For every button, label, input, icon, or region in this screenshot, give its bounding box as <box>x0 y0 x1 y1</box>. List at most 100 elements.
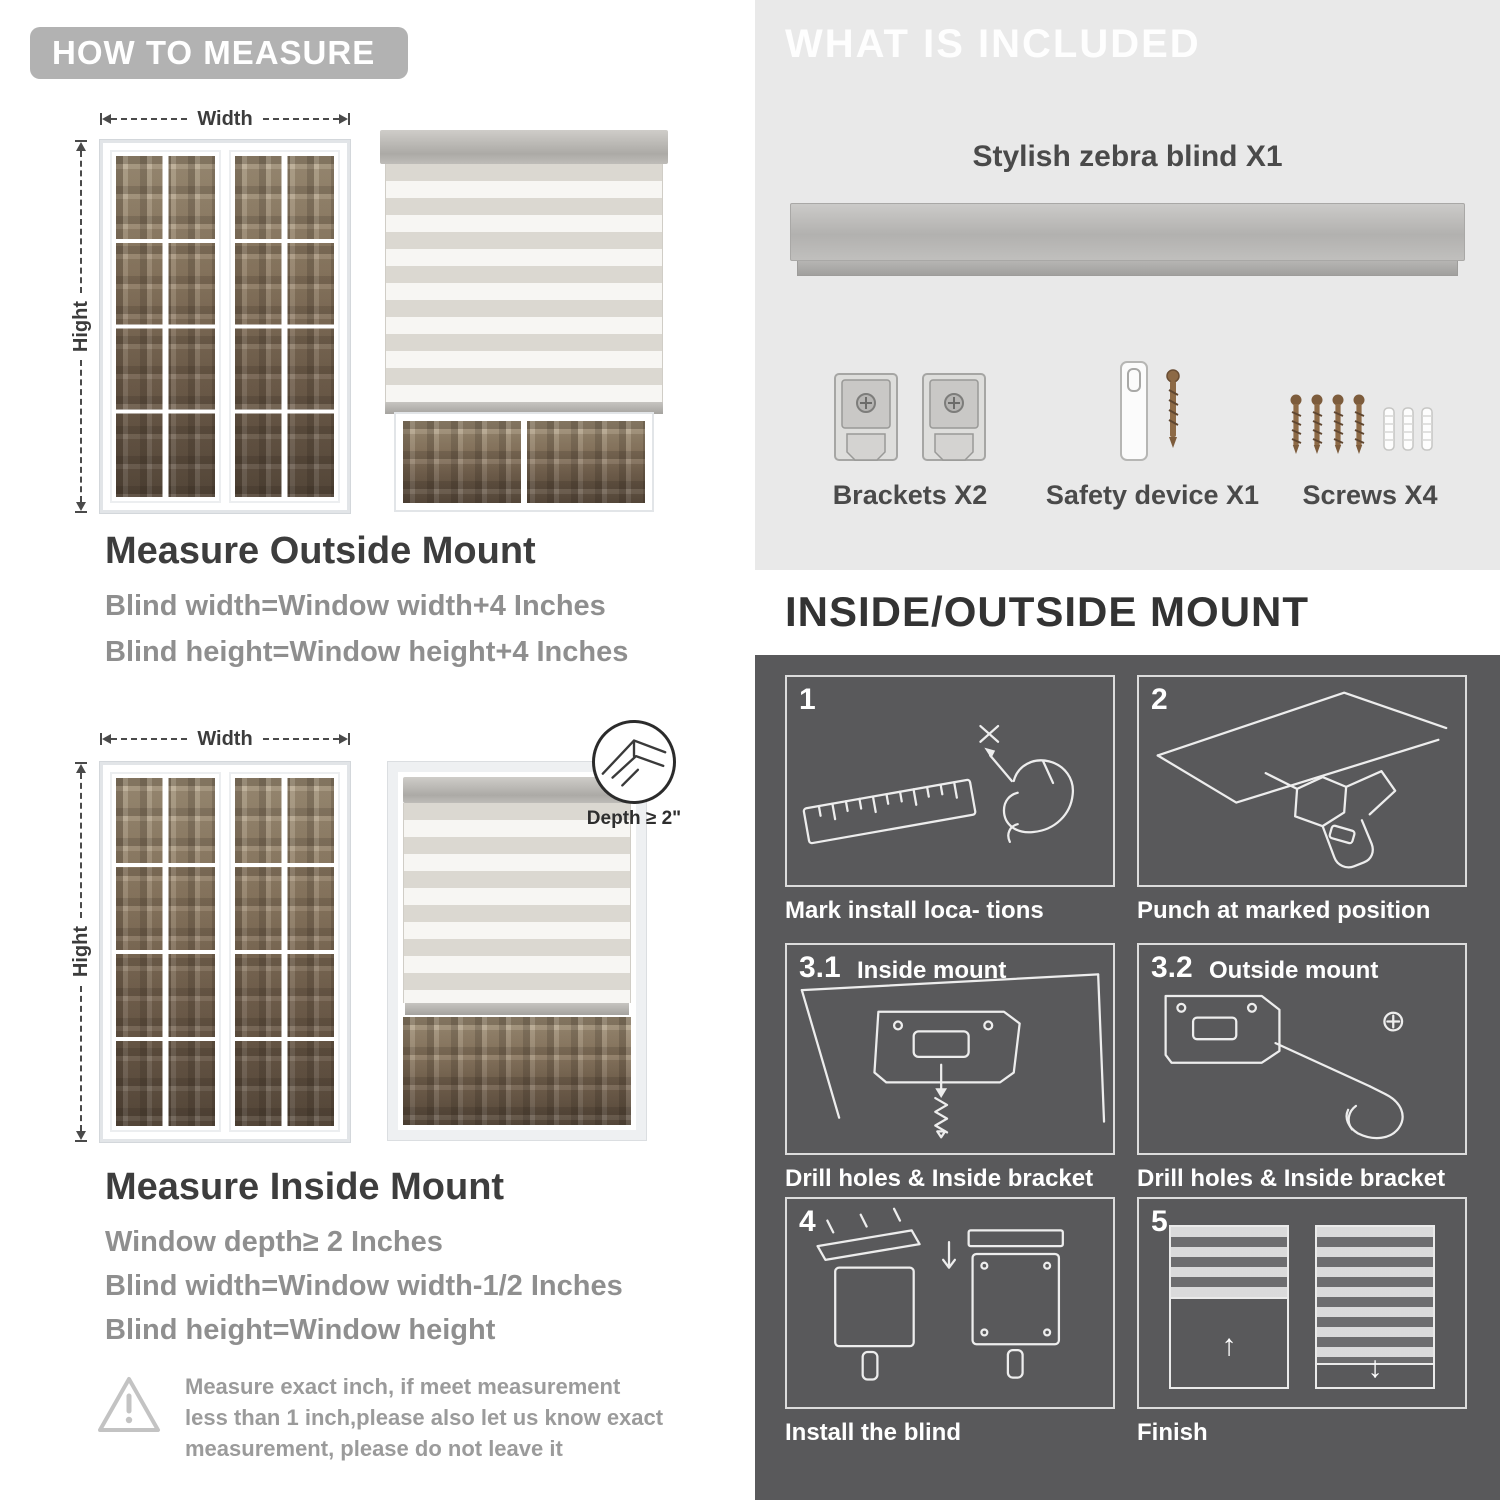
step-caption-2: Punch at marked position <box>1137 897 1431 924</box>
headrail-lip <box>797 261 1458 276</box>
measure-tick <box>348 113 351 125</box>
mark-locations-illustration <box>802 724 1074 845</box>
dashed-line <box>80 360 82 502</box>
step-panel-2: 2 <box>1137 675 1467 887</box>
width-measure-arrow: Width <box>100 728 351 750</box>
arrowhead-right-icon <box>339 734 349 744</box>
step-number: 3.2 <box>1151 951 1193 984</box>
step-number: 1 <box>799 683 816 716</box>
step-panel-1: 1 <box>785 675 1115 887</box>
measure-tick <box>75 140 87 142</box>
zebra-blind-body <box>403 803 631 1003</box>
outside-mount-label: Outside mount <box>1209 957 1379 984</box>
screws-item: Screws X4 <box>1275 360 1465 511</box>
inside-mount-label: Inside mount <box>857 957 1007 984</box>
width-label: Width <box>197 107 253 130</box>
how-to-measure-banner: HOW TO MEASURE <box>30 27 408 79</box>
window-illustration <box>100 762 350 1142</box>
inside-bracket-illustration <box>800 973 1106 1139</box>
step-panel-4: 4 <box>785 1197 1115 1409</box>
arrowhead-left-icon <box>102 114 111 124</box>
window-sash <box>110 772 221 1132</box>
outside-mount-figure: Width Hight <box>70 108 690 523</box>
step-caption-3-1: Drill holes & Inside bracket <box>785 1165 1094 1192</box>
arrowhead-down-icon <box>76 502 86 511</box>
safety-device-icon <box>1119 361 1180 461</box>
window-corner-icon <box>601 739 667 787</box>
dashed-line <box>111 738 188 740</box>
finish-illustration: ↑ ↓ <box>1139 1199 1465 1407</box>
measure-tick <box>75 511 87 513</box>
safety-device-label: Safety device X1 <box>1045 480 1260 510</box>
window-sash <box>229 150 340 503</box>
brackets-label: Brackets X2 <box>832 480 988 510</box>
height-measure-arrow: Hight <box>70 762 92 1142</box>
brackets-item: Brackets X2 <box>790 360 1030 511</box>
how-to-measure-title: HOW TO MEASURE <box>52 34 376 71</box>
safety-device-item: Safety device X1 <box>1030 360 1275 511</box>
included-parts-row: Brackets X2 Safety device X1 <box>790 360 1465 511</box>
zebra-blind-inside-illustration <box>387 761 647 1141</box>
window-glass <box>116 778 215 1126</box>
measure-tick <box>100 733 102 745</box>
height-measure-arrow: Hight <box>70 140 92 513</box>
step-caption-1: Mark install loca- tions <box>785 897 1044 924</box>
install-blind-illustration <box>816 1207 1064 1381</box>
mount-steps-section: 1 Mark install loca- tions 2 <box>755 655 1500 1500</box>
measure-tick <box>75 762 87 764</box>
inside-mount-line3: Blind height=Window height <box>105 1314 496 1346</box>
measure-tick <box>348 733 351 745</box>
window-glass <box>235 778 334 1126</box>
inside-mount-line1: Window depth≥ 2 Inches <box>105 1226 443 1258</box>
step-number: 2 <box>1151 683 1168 716</box>
step-caption-3-2: Drill holes & Inside bracket <box>1137 1165 1446 1192</box>
window-sash <box>110 150 221 503</box>
depth-callout-label: Depth ≥ 2" <box>586 808 682 829</box>
width-measure-arrow: Width <box>100 107 351 130</box>
blind-item-label: Stylish zebra blind X1 <box>972 140 1283 173</box>
step-number: 5 <box>1151 1205 1168 1238</box>
window-illustration <box>100 140 350 513</box>
blind-cassette <box>380 130 668 164</box>
down-arrow-icon: ↓ <box>1367 1351 1383 1384</box>
blind-bottom-rail <box>385 402 663 414</box>
outside-mount-line1: Blind width=Window width+4 Inches <box>105 590 606 622</box>
dashed-line <box>262 118 340 120</box>
brackets-icon <box>834 373 986 461</box>
window-glass <box>403 1017 631 1125</box>
window-bottom-peek <box>396 414 652 510</box>
step-panel-3-2: 3.2 Outside mount <box>1137 943 1467 1155</box>
dashed-line <box>80 985 82 1131</box>
dashed-line <box>262 738 340 740</box>
inside-mount-figure: Width Hight <box>70 720 730 1158</box>
screws-label: Screws X4 <box>1302 480 1438 510</box>
window-glass <box>235 156 334 497</box>
step-panel-3-1: 3.1 Inside mount <box>785 943 1115 1155</box>
measure-tick <box>75 1140 87 1142</box>
warning-triangle-icon <box>95 1374 165 1438</box>
zebra-stripes <box>1317 1227 1433 1365</box>
what-is-included-section: WHAT IS INCLUDED Stylish zebra blind X1 <box>755 0 1500 570</box>
window-frame <box>387 761 647 1141</box>
height-label: Hight <box>69 300 92 353</box>
depth-callout-circle <box>592 720 676 804</box>
arrowhead-left-icon <box>102 734 111 744</box>
zebra-stripes <box>1171 1227 1287 1299</box>
measure-tick <box>100 113 102 125</box>
dashed-line <box>111 118 188 120</box>
blind-raised-illustration: ↑ <box>1169 1225 1289 1389</box>
screws-icon <box>1290 393 1433 455</box>
included-title: WHAT IS INCLUDED <box>785 22 1201 66</box>
inside-mount-heading: Measure Inside Mount <box>105 1166 505 1208</box>
outside-mount-heading: Measure Outside Mount <box>105 530 536 572</box>
up-arrow-icon: ↑ <box>1221 1329 1237 1362</box>
outside-bracket-illustration <box>1164 994 1404 1140</box>
zebra-blind-outside-illustration <box>380 130 668 515</box>
step-caption-5: Finish <box>1137 1419 1208 1446</box>
step-caption-4: Install the blind <box>785 1419 962 1446</box>
mount-section-title: INSIDE/OUTSIDE MOUNT <box>785 588 1310 635</box>
drill-illustration <box>1156 691 1448 869</box>
arrowhead-right-icon <box>339 114 349 124</box>
step-panel-5: 5 ↑ ↓ <box>1137 1197 1467 1409</box>
